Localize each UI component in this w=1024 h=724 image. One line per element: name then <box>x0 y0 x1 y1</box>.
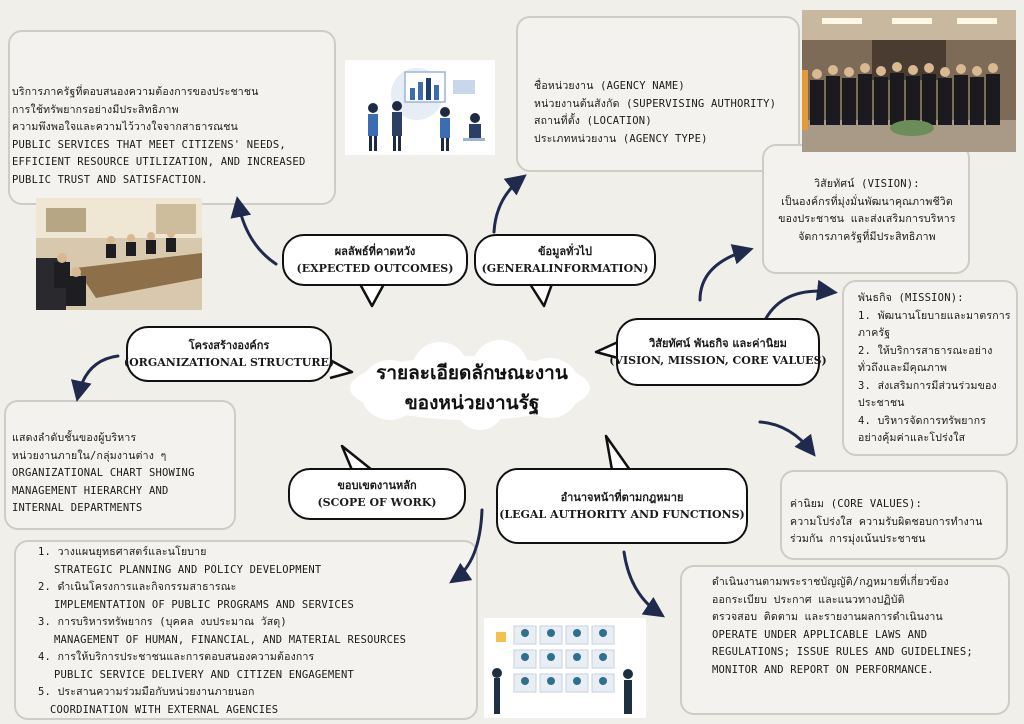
arrow-to-general <box>492 174 527 234</box>
bubble-general-info[interactable]: ข้อมูลทั่วไป (GENERALINFORMATION) <box>474 234 656 286</box>
scope-card <box>14 540 478 720</box>
bubble-legal[interactable]: อำนาจหน้าที่ตามกฎหมาย (LEGAL AUTHORITY A… <box>496 468 748 544</box>
bubble-en: (GENERALINFORMATION) <box>481 262 649 275</box>
bubble-vision-mission[interactable]: วิสัยทัศน์ พันธกิจ และค่านิยม (VISION, M… <box>609 318 827 386</box>
scope-item-en: COORDINATION WITH EXTERNAL AGENCIES <box>50 703 279 716</box>
scope-item-en: STRATEGIC PLANNING AND POLICY DEVELOPMEN… <box>54 563 322 576</box>
scope-item-th: 4. การให้บริการประชาชนและการตอบสนองความต… <box>38 651 315 663</box>
scope-item-th: 2. ดำเนินโครงการและกิจกรรมสาธารณะ <box>38 581 237 593</box>
arrow-to-scope <box>449 508 484 584</box>
scope-list: 1. วางแผนยุทธศาสตร์และนโยบาย STRATEGIC P… <box>38 544 476 719</box>
arrow-to-outcomes <box>230 196 278 266</box>
mission-block: พันธกิจ (MISSION): 1. พัฒนานโยบายและมาตร… <box>858 290 1018 448</box>
legal-text: ดำเนินงานตามพระราชบัญญัติ/กฎหมายที่เกี่ย… <box>712 576 973 676</box>
title-line-1: รายละเอียดลักษณะงาน <box>376 362 568 384</box>
mission-heading: พันธกิจ (MISSION): <box>858 292 964 304</box>
bubble-scope[interactable]: ขอบเขตงานหลัก (SCOPE OF WORK) <box>288 468 466 520</box>
mission-item: 4. บริหารจัดการทรัพยากร อย่างคุ้มค่าและโ… <box>858 414 987 445</box>
scope-item-th: 1. วางแผนยุทธศาสตร์และนโยบาย <box>38 546 207 558</box>
values-card <box>780 470 1008 560</box>
bubble-en: (VISION, MISSION, CORE VALUES) <box>609 354 827 367</box>
page-title: รายละเอียดลักษณะงาน ของหน่วยงานรัฐ <box>352 358 592 418</box>
arrow-to-values <box>758 420 816 457</box>
arrow-to-vision <box>698 244 754 302</box>
meeting-room-photo <box>36 198 202 310</box>
scope-item-en: MANAGEMENT OF HUMAN, FINANCIAL, AND MATE… <box>54 633 407 646</box>
arrow-to-mission <box>762 279 838 324</box>
arrow-to-org <box>71 354 120 402</box>
outcomes-card <box>8 30 336 205</box>
vision-text: วิสัยทัศน์ (VISION): เป็นองค์กรที่มุ่งมั… <box>778 178 956 243</box>
team-illustration <box>484 618 646 718</box>
mission-card <box>842 280 1018 456</box>
mission-item: 2. ให้บริการสาธารณะอย่าง ทั่วถึงและมีคุณ… <box>858 344 993 375</box>
bubble-th: ผลลัพธ์ที่คาดหวัง <box>334 245 416 258</box>
bubble-org-structure[interactable]: โครงสร้างองค์กร (ORGANIZATIONAL STRUCTUR… <box>123 326 335 382</box>
scope-item-th: 5. ประสานความร่วมมือกับหน่วยงานภายนอก <box>38 686 255 698</box>
org-card <box>4 400 236 530</box>
bubble-en: (SCOPE OF WORK) <box>317 496 437 509</box>
bubble-en: (ORGANIZATIONAL STRUCTURE) <box>123 356 335 369</box>
general-info-text: ชื่อหน่วยงาน (AGENCY NAME) หน่วยงานต้นสั… <box>534 80 777 145</box>
bubble-th: ข้อมูลทั่วไป <box>537 245 593 258</box>
arrow-to-legal <box>622 550 665 618</box>
mission-item: 1. พัฒนานโยบายและมาตรการ ภาครัฐ <box>858 309 1011 340</box>
presentation-illustration <box>345 60 495 155</box>
scope-item-en: PUBLIC SERVICE DELIVERY AND CITIZEN ENGA… <box>54 668 354 681</box>
general-info-card <box>516 16 800 172</box>
outcomes-text: บริการภาครัฐที่ตอบสนองความต้องการของประช… <box>12 86 306 186</box>
scope-item-th: 3. การบริหารทรัพยากร (บุคคล งบประมาณ วัส… <box>38 616 287 628</box>
bubble-expected-outcomes[interactable]: ผลลัพธ์ที่คาดหวัง (EXPECTED OUTCOMES) <box>282 234 468 286</box>
bubble-th: วิสัยทัศน์ พันธกิจ และค่านิยม <box>649 337 787 350</box>
title-line-2: ของหน่วยงานรัฐ <box>404 392 540 414</box>
mission-item: 3. ส่งเสริมการมีส่วนร่วมของ ประชาชน <box>858 379 997 410</box>
group-photo <box>802 10 1016 152</box>
bubble-th: โครงสร้างองค์กร <box>188 339 270 352</box>
legal-card <box>680 565 1010 715</box>
bubble-en: (LEGAL AUTHORITY AND FUNCTIONS) <box>499 508 745 521</box>
title-cloud <box>350 340 590 430</box>
bubble-th: ขอบเขตงานหลัก <box>337 479 417 492</box>
values-text: ค่านิยม (CORE VALUES): ความโปร่งใส ความร… <box>790 498 983 545</box>
org-text: แสดงลำดับชั้นของผู้บริหาร หน่วยงานภายใน/… <box>12 432 195 514</box>
vision-card <box>762 144 970 274</box>
bubble-en: (EXPECTED OUTCOMES) <box>296 262 454 275</box>
scope-item-en: IMPLEMENTATION OF PUBLIC PROGRAMS AND SE… <box>54 598 354 611</box>
bubble-th: อำนาจหน้าที่ตามกฎหมาย <box>560 491 684 504</box>
